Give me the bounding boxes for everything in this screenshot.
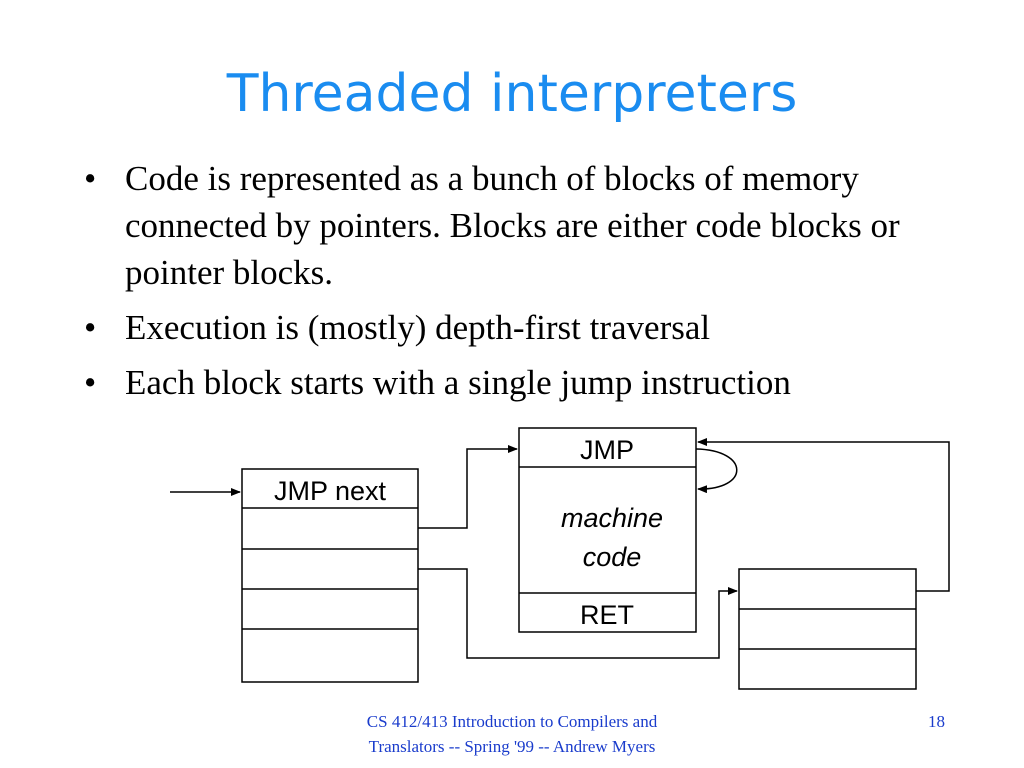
bullet-text: Code is represented as a bunch of blocks… xyxy=(125,159,900,292)
pointer-block-header: JMP next xyxy=(274,476,387,506)
bullet-text: Each block starts with a single jump ins… xyxy=(125,363,791,402)
code-block-footer: RET xyxy=(580,600,634,630)
bullet-marker: • xyxy=(84,159,97,198)
bullet-list: • Code is represented as a bunch of bloc… xyxy=(84,155,914,414)
page-number: 18 xyxy=(928,712,945,731)
bullet-item: • Each block starts with a single jump i… xyxy=(84,359,825,406)
pointer-block-right xyxy=(738,568,917,690)
machine-code-label: code xyxy=(583,542,642,572)
pointer-arrow-to-code-block xyxy=(418,445,518,529)
machine-code-label: machine xyxy=(561,503,663,533)
pointer-arrow-to-right-block xyxy=(418,568,738,659)
slide-title: Threaded interpreters xyxy=(226,64,798,124)
bullet-item: • Execution is (mostly) depth-first trav… xyxy=(84,304,914,351)
bullet-marker: • xyxy=(84,308,97,347)
jump-loop-arrow xyxy=(695,448,738,494)
bullet-text: Execution is (mostly) depth-first traver… xyxy=(125,308,711,347)
pointer-block-left: JMP next xyxy=(241,468,419,683)
bullet-marker: • xyxy=(84,363,97,402)
slide-footer: CS 412/413 Introduction to Compilers and… xyxy=(366,712,658,756)
code-block-header: JMP xyxy=(580,435,634,465)
bullet-item: • Code is represented as a bunch of bloc… xyxy=(84,155,914,296)
code-block: JMP machine code RET xyxy=(518,427,697,633)
return-arrow-to-code-block xyxy=(697,438,950,592)
